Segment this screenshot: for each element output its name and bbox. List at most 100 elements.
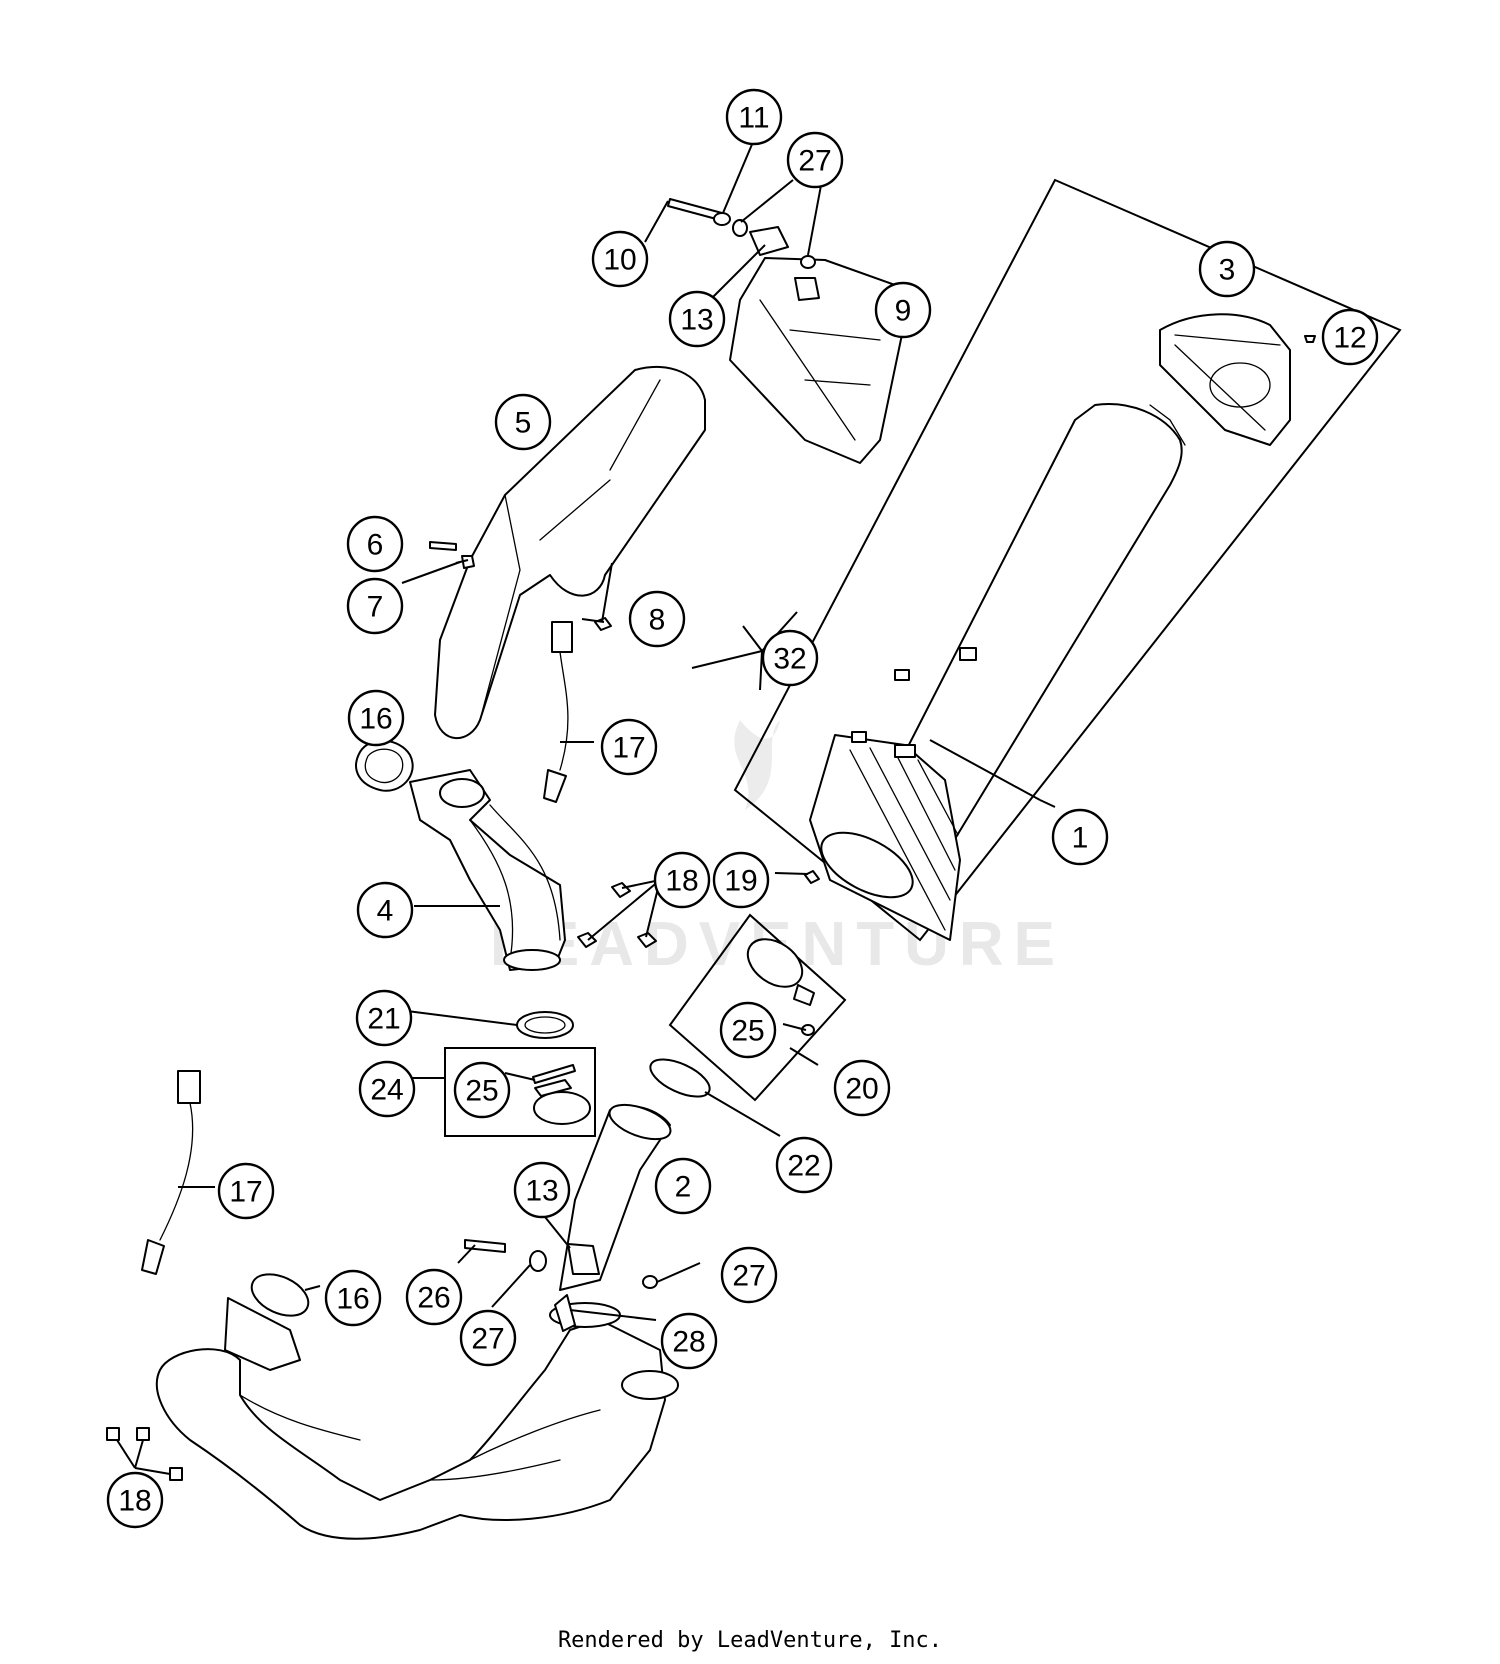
bushing-27-top[interactable] [732, 219, 748, 237]
callout-13[interactable]: 13 [668, 290, 726, 348]
callout-32[interactable]: 32 [761, 629, 819, 687]
callout-27[interactable]: 27 [786, 131, 844, 189]
washer-11[interactable] [713, 212, 731, 226]
rubber-mount-13-lower[interactable] [567, 1243, 600, 1275]
callout-13[interactable]: 13 [513, 1161, 571, 1219]
lambda-sensor-17-lower[interactable] [141, 1070, 201, 1275]
callout-number: 12 [1333, 322, 1366, 355]
callout-12[interactable]: 12 [1321, 308, 1379, 366]
callout-18[interactable]: 18 [106, 1471, 164, 1529]
muffler-end-cap[interactable] [1159, 313, 1291, 446]
clip-32-a[interactable] [959, 647, 977, 661]
callout-circle [874, 281, 932, 339]
callout-circle [725, 88, 783, 146]
callout-28[interactable]: 28 [660, 1312, 718, 1370]
callout-circle [494, 393, 552, 451]
callout-number: 25 [465, 1075, 498, 1108]
screw-12[interactable] [1304, 335, 1316, 343]
callout-18[interactable]: 18 [653, 851, 711, 909]
nut-18-f[interactable] [169, 1467, 183, 1481]
nut-18-d[interactable] [106, 1427, 120, 1441]
heat-shield-5[interactable] [434, 365, 706, 740]
callout-22[interactable]: 22 [775, 1136, 833, 1194]
clamp-group-24-box [444, 1047, 596, 1137]
callout-number: 5 [515, 407, 532, 440]
clamp-24[interactable] [532, 1064, 591, 1125]
callout-5[interactable]: 5 [494, 393, 552, 451]
link-pipe-2[interactable] [559, 1098, 675, 1291]
lambda-sensor-17-upper[interactable] [543, 621, 573, 803]
callout-circle [786, 131, 844, 189]
callout-19[interactable]: 19 [712, 851, 770, 909]
gasket-16-lower[interactable] [245, 1266, 315, 1324]
callout-4[interactable]: 4 [356, 881, 414, 939]
callout-9[interactable]: 9 [874, 281, 932, 339]
callout-circle [405, 1268, 463, 1326]
heat-shield-9[interactable] [729, 257, 906, 464]
callout-16[interactable]: 16 [347, 689, 405, 747]
bracket-28[interactable] [554, 1294, 576, 1332]
callout-number: 27 [798, 145, 831, 178]
callout-3[interactable]: 3 [1198, 240, 1256, 298]
callout-circle [346, 515, 404, 573]
callout-number: 28 [672, 1326, 705, 1359]
clip-32-b[interactable] [894, 669, 910, 681]
exhaust-header[interactable] [155, 1297, 679, 1540]
callout-27[interactable]: 27 [459, 1309, 517, 1367]
callout-17[interactable]: 17 [600, 718, 658, 776]
nut-18-a[interactable] [611, 882, 631, 898]
callout-number: 18 [118, 1485, 151, 1518]
callout-number: 7 [367, 591, 384, 624]
callout-10[interactable]: 10 [591, 230, 649, 288]
callout-number: 3 [1219, 254, 1236, 287]
callout-25[interactable]: 25 [719, 1001, 777, 1059]
callout-1[interactable]: 1 [1051, 808, 1109, 866]
callout-16[interactable]: 16 [324, 1269, 382, 1327]
rubber-mount-13-top[interactable] [749, 226, 789, 256]
screw-6[interactable] [429, 541, 457, 551]
callout-circle [1321, 308, 1379, 366]
callout-2[interactable]: 2 [654, 1157, 712, 1215]
nut-7[interactable] [461, 555, 475, 569]
callout-number: 19 [724, 865, 757, 898]
callout-circle [324, 1269, 382, 1327]
callout-20[interactable]: 20 [833, 1059, 891, 1117]
callout-circle [668, 290, 726, 348]
callout-number: 18 [665, 865, 698, 898]
washer-27-lower[interactable] [642, 1275, 658, 1289]
callout-number: 9 [895, 295, 912, 328]
header-flange [224, 1297, 301, 1371]
callout-circle [347, 689, 405, 747]
leader-lines [116, 141, 1056, 1475]
muffler-group-box [733, 178, 1402, 942]
callout-circle [719, 1001, 777, 1059]
callout-circle [628, 590, 686, 648]
washer-27-top[interactable] [800, 255, 816, 269]
bushing-27-lower[interactable] [529, 1250, 547, 1272]
callout-8[interactable]: 8 [628, 590, 686, 648]
mount-hardware-top [667, 198, 816, 269]
clip-19[interactable] [804, 870, 820, 884]
clamp-20[interactable] [739, 929, 815, 1036]
clip-32-c[interactable] [894, 744, 916, 758]
callout-11[interactable]: 11 [725, 88, 783, 146]
nut-18-c[interactable] [637, 932, 657, 948]
callout-circle [775, 1136, 833, 1194]
callout-circle [720, 1246, 778, 1304]
callout-21[interactable]: 21 [355, 989, 413, 1047]
callout-7[interactable]: 7 [346, 577, 404, 635]
callout-6[interactable]: 6 [346, 515, 404, 573]
callout-26[interactable]: 26 [405, 1268, 463, 1326]
clip-32-d[interactable] [851, 731, 867, 743]
callout-24[interactable]: 24 [358, 1060, 416, 1118]
manifold-pipe-4[interactable] [409, 769, 566, 971]
gasket-22[interactable] [645, 1052, 715, 1104]
callout-17[interactable]: 17 [217, 1162, 275, 1220]
callout-27[interactable]: 27 [720, 1246, 778, 1304]
callout-circle [1051, 808, 1109, 866]
nut-18-e[interactable] [136, 1427, 150, 1441]
callout-number: 13 [680, 304, 713, 337]
bolt-26[interactable] [464, 1239, 506, 1253]
callout-25[interactable]: 25 [453, 1061, 511, 1119]
callout-number: 27 [732, 1260, 765, 1293]
